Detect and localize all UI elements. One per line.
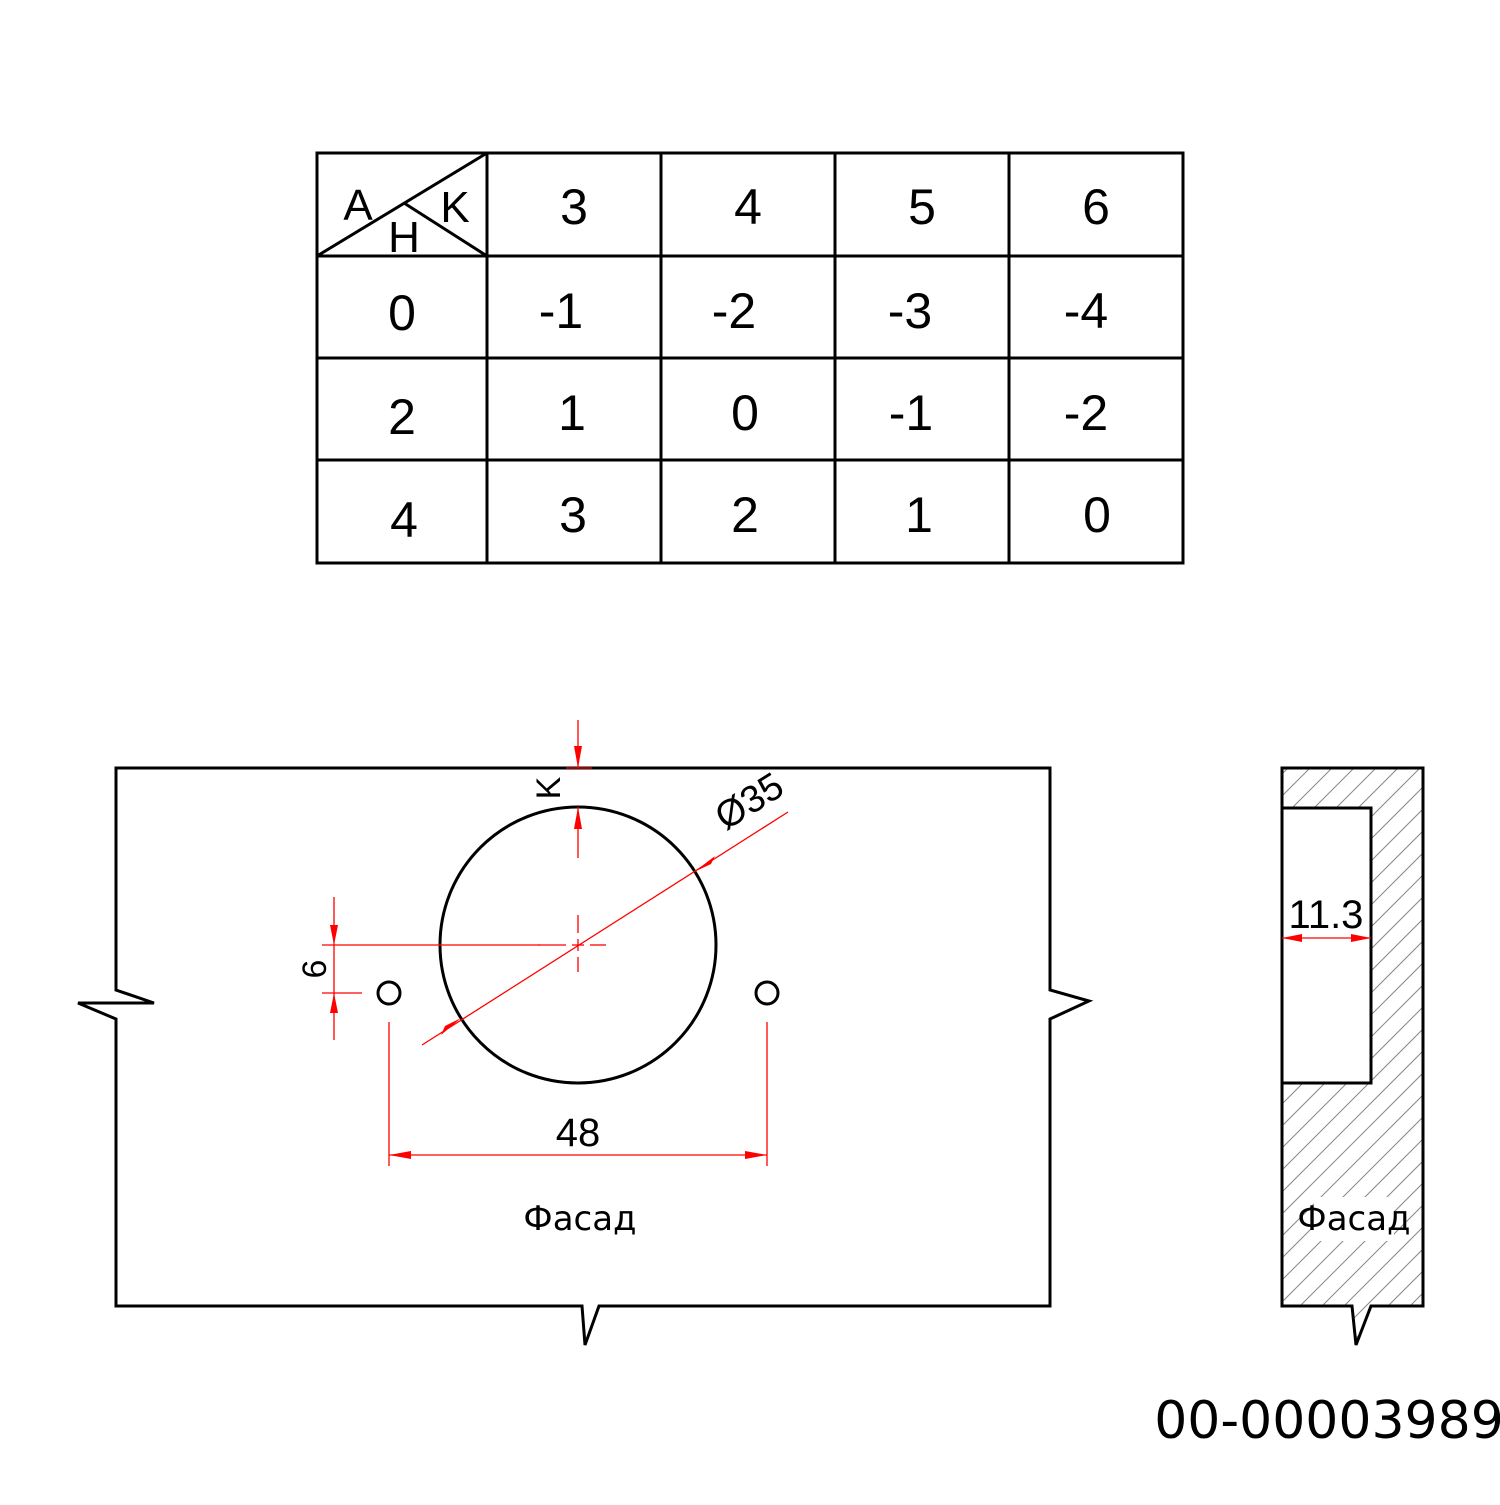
side-view-label: Фасад (1297, 1199, 1410, 1239)
dimension-depth: 11.3 (1282, 893, 1371, 942)
hatch-line (1282, 1209, 1423, 1345)
row-label: 2 (388, 389, 416, 445)
dim-spacing-label: 48 (556, 1111, 601, 1155)
row-label: 0 (388, 285, 416, 341)
arrow-head (441, 1018, 461, 1035)
table-cell: 2 (731, 487, 759, 543)
dimension-offset: 6 (296, 897, 540, 1040)
arrow-head (1351, 934, 1371, 942)
row-label: 4 (390, 492, 418, 548)
corner-diagonal (316, 151, 488, 258)
arrow-head (574, 807, 582, 829)
dim-offset-label: 6 (296, 960, 334, 979)
cup-recess-fill (1282, 808, 1371, 1083)
arrow-head (745, 1151, 767, 1159)
screw-hole-right (754, 980, 780, 1006)
dim-diameter-label: Ø35 (708, 765, 791, 839)
header-cell: 6 (1082, 179, 1110, 235)
corner-label-k: K (440, 183, 469, 232)
hatch-line (1282, 1231, 1423, 1345)
arrow-head (1282, 934, 1302, 942)
dimension-diameter: Ø35 (421, 765, 791, 1046)
table-cell: 3 (559, 487, 587, 543)
dim-depth-label: 11.3 (1289, 893, 1364, 937)
dim-line (421, 811, 789, 1046)
hatch-line (1282, 768, 1423, 787)
part-number: 00-00003989 (1154, 1391, 1500, 1451)
dim-k-label: K (530, 776, 568, 799)
hatch-line (1282, 1275, 1423, 1345)
hatch-line (1282, 1033, 1423, 1205)
table-cell: -1 (539, 283, 583, 339)
table-cell: -2 (1064, 385, 1108, 441)
corner-label-a: A (343, 181, 373, 230)
table-cell: 0 (1083, 487, 1111, 543)
table-cell: -2 (712, 283, 756, 339)
dimension-k: K (530, 720, 592, 858)
dimension-spacing: 48 (388, 1022, 768, 1166)
hatch-line (1282, 1011, 1423, 1183)
arrow-head (389, 1151, 411, 1159)
hatch-line (1270, 550, 1440, 720)
hatch-line (1282, 768, 1423, 831)
facade-panel-outline (77, 766, 1094, 1346)
hatch-line (1282, 1165, 1423, 1337)
hatch-line (1270, 572, 1440, 742)
front-view-label: Фасад (523, 1199, 636, 1239)
table-cell: 1 (558, 385, 586, 441)
table-cell: -4 (1064, 283, 1108, 339)
corner-label-h: H (388, 213, 420, 262)
hatch-line (1270, 594, 1440, 764)
offset-table: A H K 3 4 5 6 0 -1 -2 -3 -4 2 1 0 -1 -2 … (315, 151, 1185, 565)
hatch-line (1282, 1055, 1423, 1227)
screw-hole-left (376, 980, 402, 1006)
header-cell: 3 (560, 179, 588, 235)
arrow-head (574, 746, 582, 768)
table-cell: -1 (889, 385, 933, 441)
cup-recess (1280, 806, 1373, 1085)
arrow-head (330, 993, 338, 1013)
hatch-line (1282, 768, 1423, 809)
side-section-outline (1280, 766, 1425, 1346)
hatch-line (1282, 1077, 1423, 1249)
arrow-head (694, 856, 715, 872)
header-cell: 5 (908, 179, 936, 235)
label-backdrop (1314, 1197, 1394, 1241)
front-view: K Ø35 6 48 Фасад (77, 720, 1094, 1346)
table-cell: 1 (905, 487, 933, 543)
side-view: 11.3 Фасад (1270, 550, 1440, 1346)
arrow-head (330, 925, 338, 945)
center-mark (538, 915, 606, 972)
corner-diagonal (403, 201, 488, 258)
table-cell: -3 (888, 283, 932, 339)
hatch-line (1282, 1099, 1423, 1271)
header-cell: 4 (734, 179, 762, 235)
table-cell: 0 (731, 385, 759, 441)
